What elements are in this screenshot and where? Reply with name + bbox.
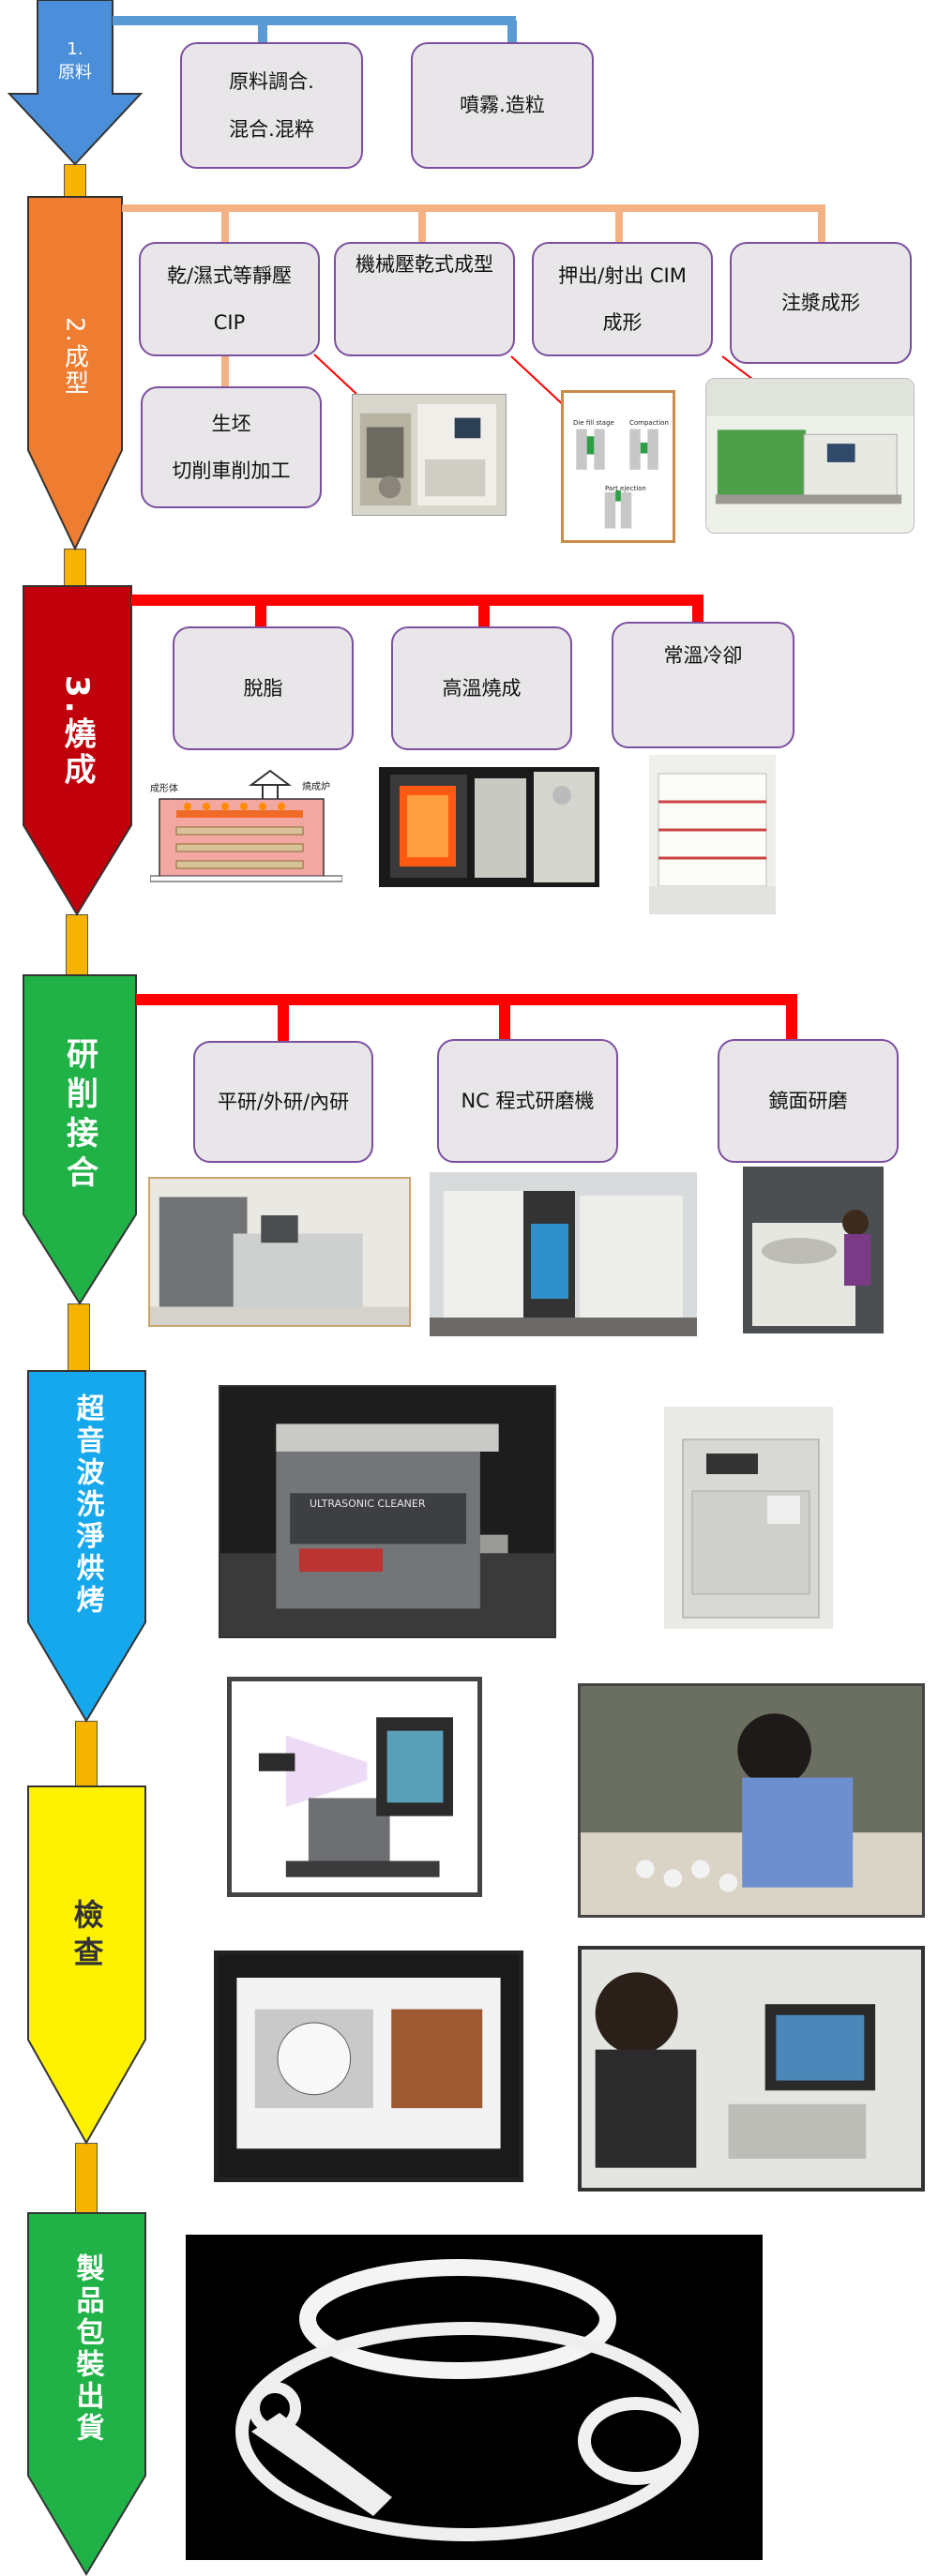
cim-process-schematic: Die fill stage Compaction Part ejection	[561, 390, 675, 543]
cooling-racks-photo	[649, 755, 776, 914]
operator-inspection-photo	[578, 1683, 925, 1918]
stage-label-packing: 製品包裝出貨	[70, 2253, 104, 2445]
vision-inspection-operator-photo	[578, 1946, 925, 2192]
stage-label-cleaning: 超音波洗淨烘烤	[70, 1393, 104, 1617]
raw-branch	[113, 16, 517, 42]
connector-2	[64, 549, 86, 588]
kiln-diagram: 成形体 燒成炉	[150, 761, 342, 883]
box-slip-casting: 注漿成形	[730, 242, 912, 364]
box-degreasing: 脫脂	[173, 626, 354, 750]
high-temp-furnace-photo	[379, 767, 599, 887]
box-surface-grinding: 平研/外研/內研	[193, 1041, 373, 1163]
stage-arrow-grinding	[23, 974, 137, 1305]
measuring-arm-photo	[227, 1677, 482, 1897]
stage-label-inspection: 檢查	[68, 1899, 105, 1974]
stage-arrow-cleaning	[27, 1370, 146, 1723]
box-dry-press: 機械壓乾式成型	[334, 242, 515, 356]
nc-grinding-machine-photo	[430, 1172, 697, 1336]
stage-arrow-sintering	[23, 585, 132, 916]
stage-label-forming: 2.成型	[60, 316, 89, 397]
vision-measurement-screen-photo	[214, 1951, 523, 2182]
forming-branch	[122, 204, 825, 386]
box-raw-blending: 原料調合.混合.混粹	[180, 42, 363, 169]
connector-5	[75, 1721, 98, 1788]
cim-label-compaction: Compaction	[629, 419, 669, 427]
kiln-label-body: 成形体	[150, 784, 178, 794]
stage-arrow-packing	[27, 2212, 146, 2576]
cim-label-fill: Die fill stage	[573, 419, 614, 427]
surface-grinder-photo	[148, 1177, 411, 1327]
drying-oven-photo	[664, 1407, 833, 1629]
injection-molding-machine-photo	[705, 378, 915, 534]
box-high-temp-sintering: 高溫燒成	[391, 626, 572, 750]
sintering-branch	[131, 595, 704, 626]
stage-label-sintering: 3.燒成	[58, 674, 96, 789]
box-spray-granulation: 噴霧.造粒	[411, 42, 594, 169]
stage-label-raw: 1. 原料	[58, 38, 92, 83]
box-mirror-polishing: 鏡面研磨	[718, 1039, 899, 1163]
kiln-label-furnace: 燒成炉	[302, 782, 330, 792]
box-green-machining: 生坯切削車削加工	[141, 386, 322, 508]
stage-arrow-inspection	[27, 1785, 146, 2146]
box-nc-grinder: NC 程式研磨機	[437, 1039, 618, 1163]
ceramic-parts-product-photo	[186, 2235, 763, 2560]
stage-arrow-raw	[7, 0, 144, 166]
cim-label-ejection: Part ejection	[605, 485, 646, 492]
dry-press-machine-photo	[352, 394, 507, 516]
connector-4	[68, 1303, 90, 1373]
stage-arrow-forming	[27, 196, 123, 551]
grinding-branch	[136, 994, 797, 1041]
mirror-polishing-photo	[743, 1167, 884, 1333]
cleaner-brand-label: ULTRASONIC CLEANER	[310, 1498, 426, 1510]
box-room-temp-cooling: 常溫冷卻	[612, 622, 794, 748]
ultrasonic-cleaner-photo: ULTRASONIC CLEANER	[219, 1385, 556, 1638]
stage-label-grinding: 研削接合	[60, 1037, 98, 1195]
